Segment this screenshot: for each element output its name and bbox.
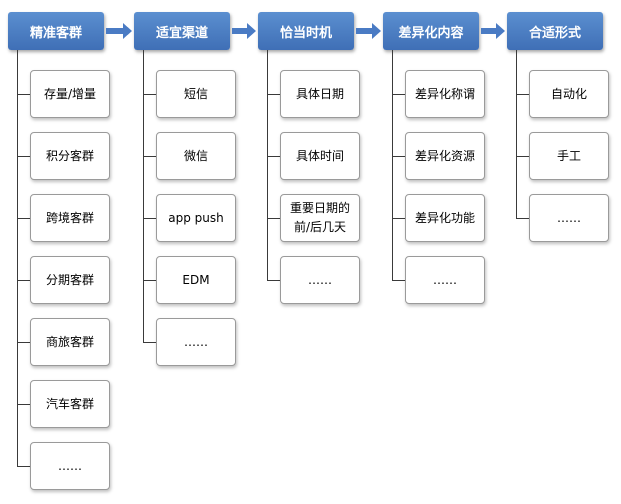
flow-arrow-icon [356, 23, 381, 39]
item-box: 手工 [529, 132, 609, 180]
connector-branch [17, 280, 30, 281]
column-header-1: 精准客群 [8, 12, 104, 50]
item-box: 差异化资源 [405, 132, 485, 180]
flow-arrow-icon [481, 23, 505, 39]
item-box: …… [30, 442, 110, 490]
flow-arrow-icon [106, 23, 132, 39]
item-box: …… [280, 256, 360, 304]
connector-branch [267, 94, 280, 95]
connector-line [267, 50, 268, 280]
item-box: 差异化功能 [405, 194, 485, 242]
item-box: 积分客群 [30, 132, 110, 180]
connector-branch [17, 94, 30, 95]
item-box: app push [156, 194, 236, 242]
item-box: EDM [156, 256, 236, 304]
item-box: 具体日期 [280, 70, 360, 118]
connector-branch [267, 218, 280, 219]
connector-branch [143, 218, 156, 219]
flow-arrow-icon [232, 23, 256, 39]
connector-branch [17, 466, 30, 467]
item-box: 自动化 [529, 70, 609, 118]
item-box: 具体时间 [280, 132, 360, 180]
connector-branch [516, 156, 529, 157]
connector-branch [17, 218, 30, 219]
item-box: 短信 [156, 70, 236, 118]
column-header-4: 差异化内容 [383, 12, 479, 50]
column-header-3: 恰当时机 [258, 12, 354, 50]
connector-branch [17, 156, 30, 157]
item-box: 汽车客群 [30, 380, 110, 428]
item-box: 存量/增量 [30, 70, 110, 118]
connector-branch [516, 218, 529, 219]
item-box: …… [405, 256, 485, 304]
connector-branch [267, 280, 280, 281]
item-box: 差异化称谓 [405, 70, 485, 118]
connector-line [392, 50, 393, 280]
item-box: …… [156, 318, 236, 366]
item-box: 分期客群 [30, 256, 110, 304]
connector-branch [143, 94, 156, 95]
connector-branch [17, 342, 30, 343]
item-box: 微信 [156, 132, 236, 180]
item-box: 跨境客群 [30, 194, 110, 242]
connector-branch [17, 404, 30, 405]
connector-branch [392, 156, 405, 157]
connector-branch [143, 156, 156, 157]
item-box: 重要日期的前/后几天 [280, 194, 360, 242]
connector-branch [392, 280, 405, 281]
connector-line [143, 50, 144, 342]
connector-branch [516, 94, 529, 95]
item-box: …… [529, 194, 609, 242]
connector-branch [143, 280, 156, 281]
column-header-2: 适宜渠道 [134, 12, 230, 50]
column-header-5: 合适形式 [507, 12, 603, 50]
connector-line [17, 50, 18, 466]
connector-branch [392, 218, 405, 219]
connector-branch [143, 342, 156, 343]
connector-branch [392, 94, 405, 95]
connector-line [516, 50, 517, 218]
connector-branch [267, 156, 280, 157]
item-box: 商旅客群 [30, 318, 110, 366]
